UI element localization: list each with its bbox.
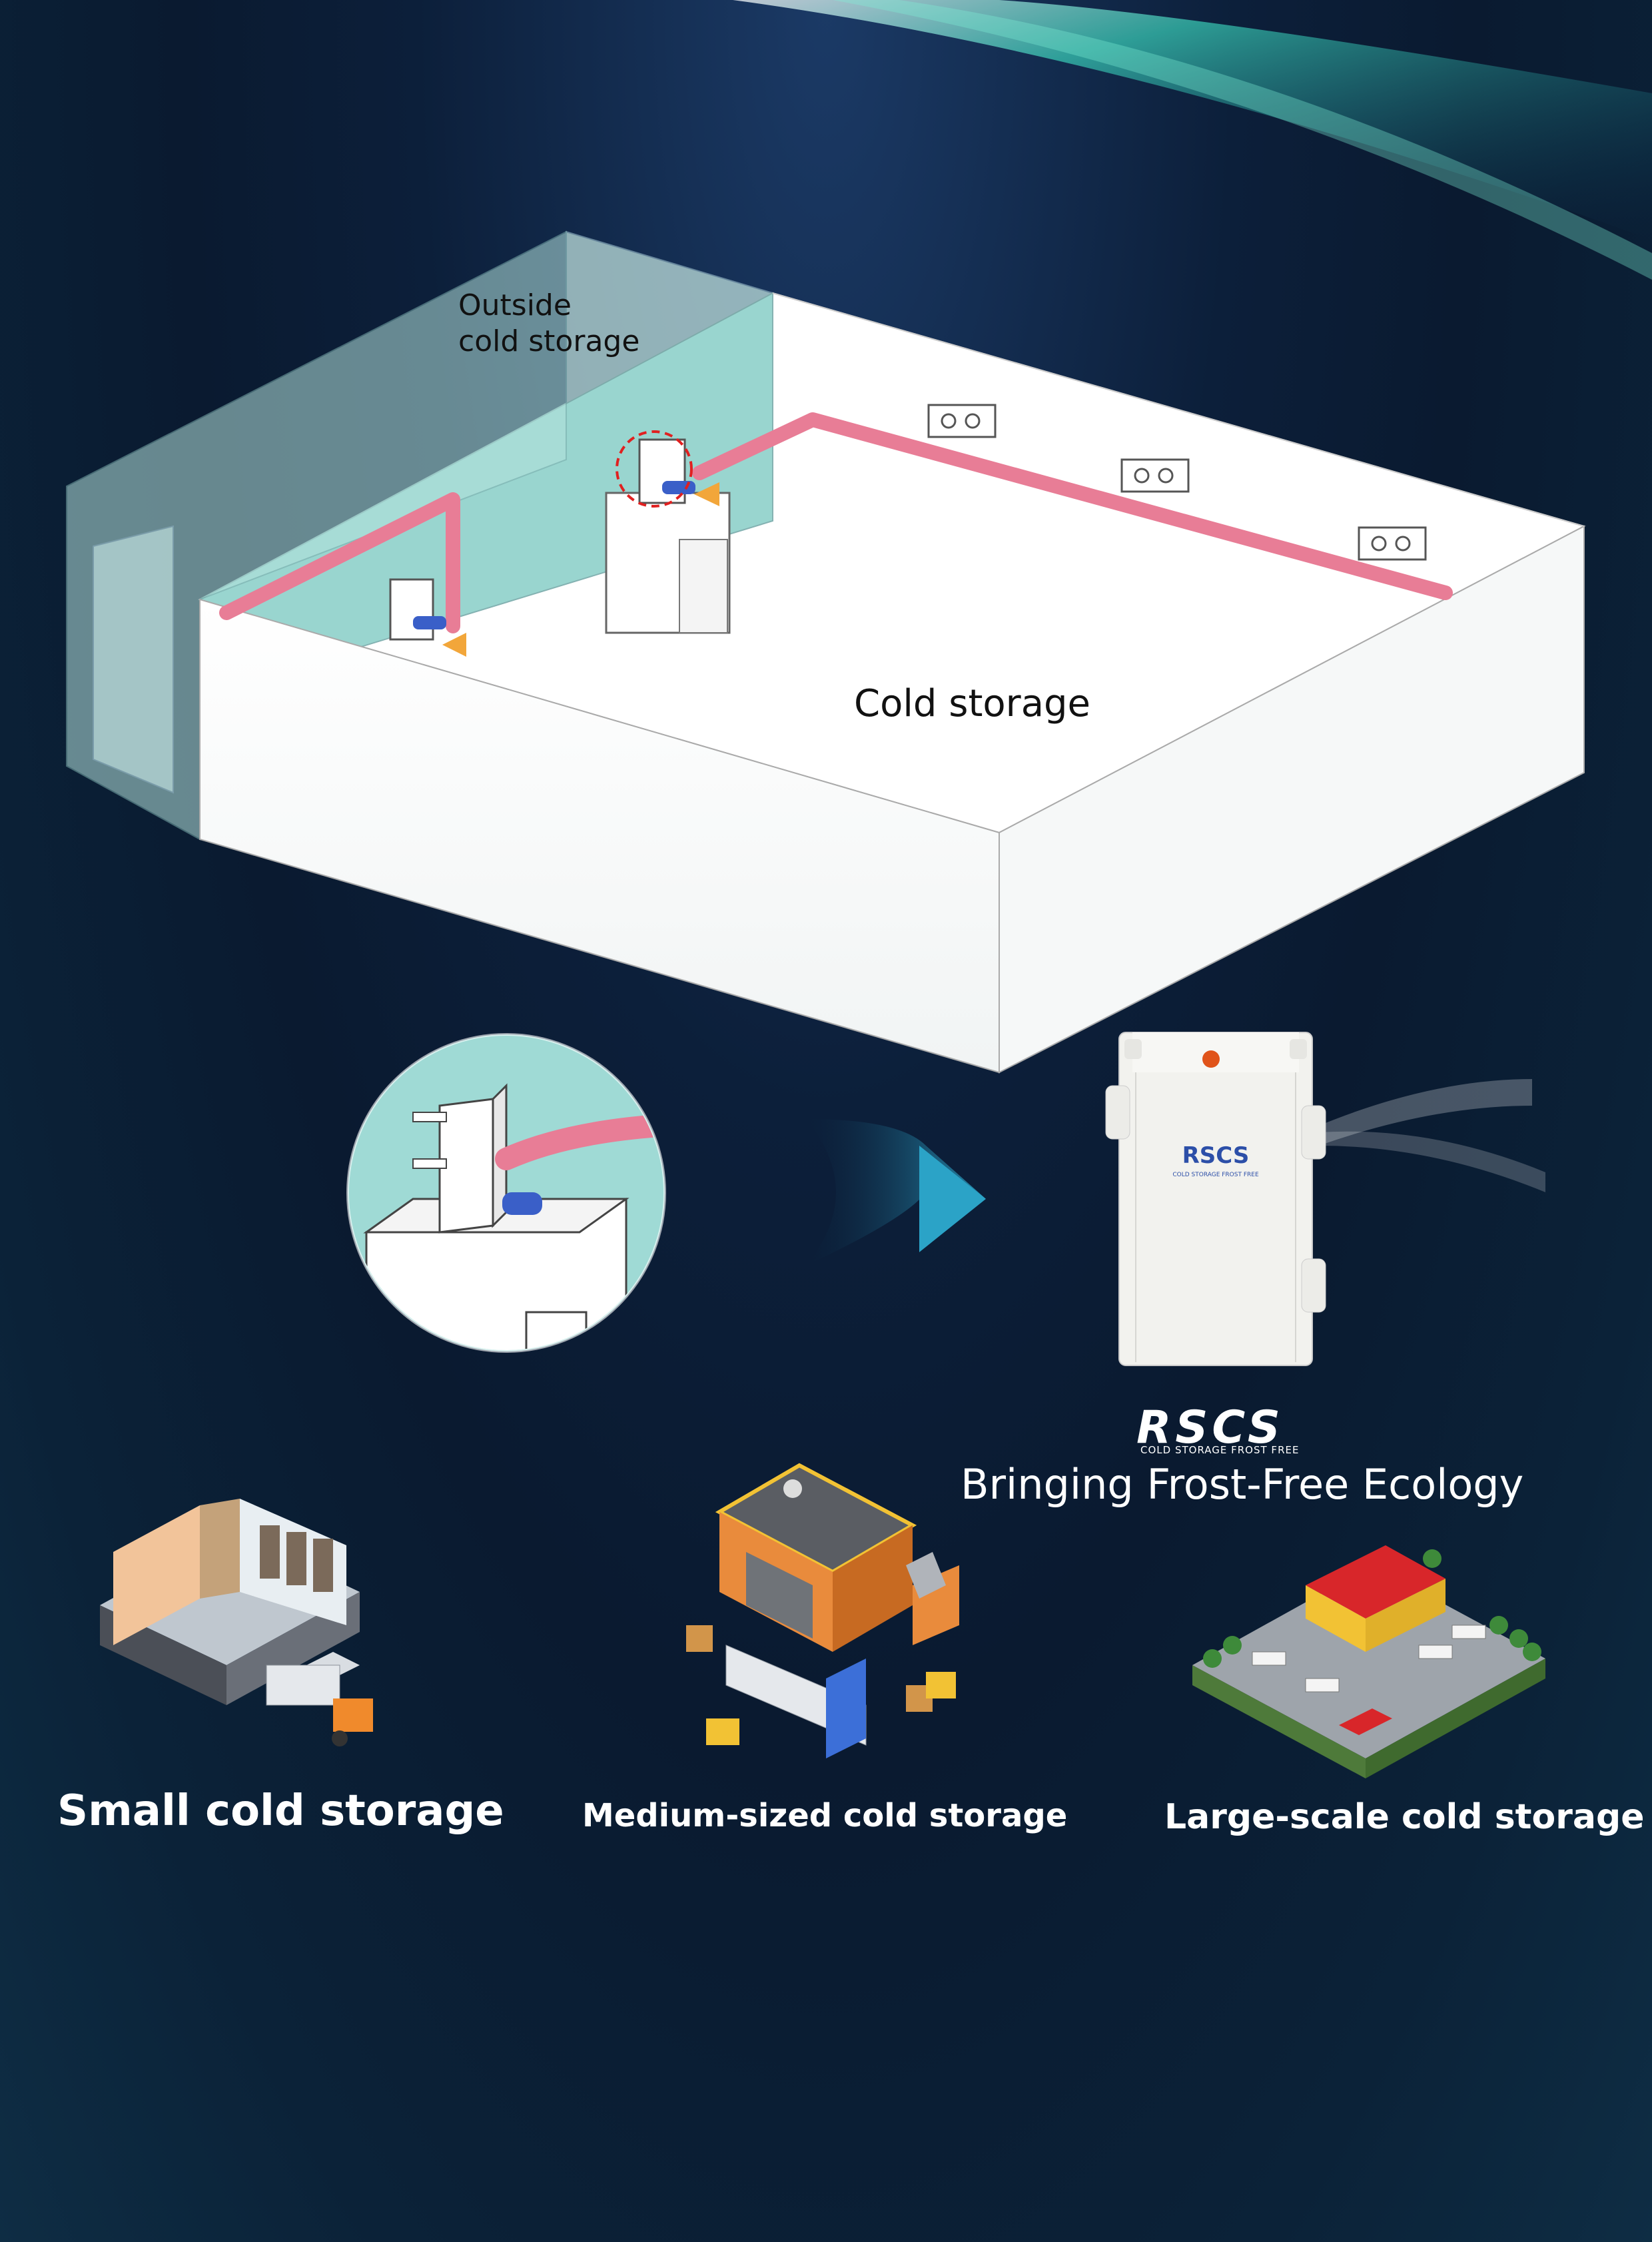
outside-label-line2: cold storage (458, 324, 640, 358)
light-streak-decoration (733, 0, 1652, 280)
rscs-product-unit: RSCS COLD STORAGE FROST FREE (1105, 1032, 1545, 1366)
outside-label-line1: Outside (458, 288, 572, 322)
small-cold-storage-illustration (100, 1499, 373, 1746)
rscs-logo-subtitle: COLD STORAGE FROST FREE (1140, 1444, 1300, 1456)
cold-storage-diagram (66, 230, 1586, 1074)
zoom-detail-circle (346, 1033, 666, 1353)
outside-cold-storage-label: Outside cold storage (458, 288, 639, 360)
large-cold-storage-illustration (1192, 1545, 1545, 1778)
rscs-logo: RSCS (1136, 1401, 1284, 1454)
svg-text:COLD STORAGE FROST FREE: COLD STORAGE FROST FREE (1172, 1172, 1259, 1178)
category-medium-label: Medium-sized cold storage (582, 1797, 1068, 1834)
category-large-label: Large-scale cold storage (1164, 1797, 1645, 1837)
medium-cold-storage-illustration (686, 1463, 959, 1758)
cold-storage-label: Cold storage (854, 682, 1091, 725)
product-tagline: Bringing Frost-Free Ecology (961, 1460, 1524, 1509)
transition-arrow (806, 1119, 986, 1266)
svg-text:RSCS: RSCS (1182, 1142, 1250, 1169)
category-small-label: Small cold storage (57, 1786, 504, 1836)
